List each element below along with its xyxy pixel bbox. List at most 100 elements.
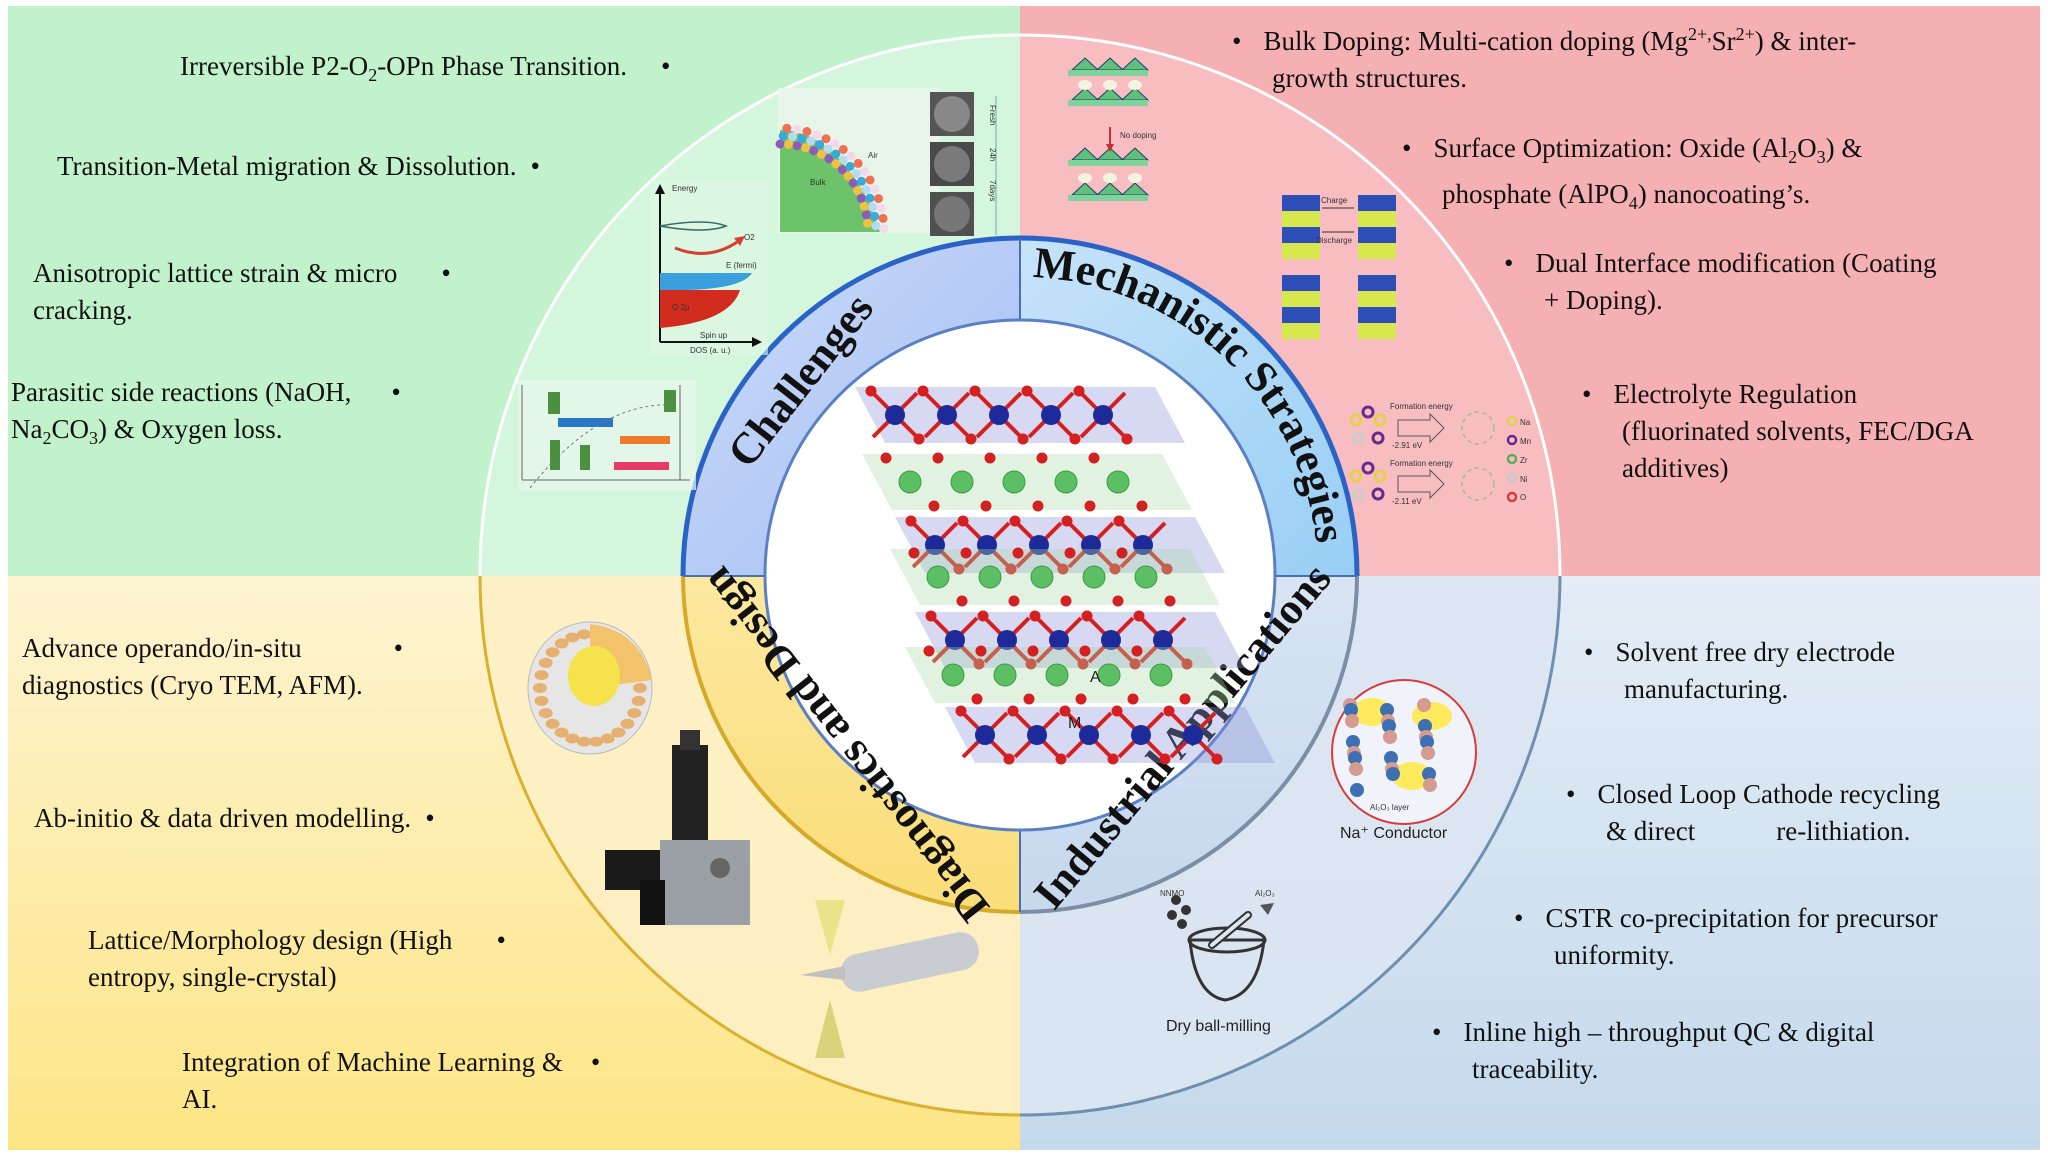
alkali-atom <box>1082 565 1106 589</box>
no-doping-label: No doping <box>1120 131 1156 140</box>
text-run: Sr <box>1711 26 1736 56</box>
bullet-icon: • <box>1582 379 1592 409</box>
energy-axis-label: Energy <box>672 184 697 193</box>
diagnostics-item-4-line1: Integration of Machine Learning & <box>182 1047 563 1077</box>
shell-pore <box>565 733 580 744</box>
surface-species-dot <box>851 169 861 179</box>
surface-species-dot <box>831 149 841 159</box>
probe-tip-figure <box>800 900 979 1058</box>
transition-metal-atom <box>925 535 945 555</box>
phase-layer <box>1282 323 1320 339</box>
phase-transition-figure: Charge Discharge <box>1282 195 1396 339</box>
industrial-item-1-line2: manufacturing. <box>1624 674 1789 704</box>
transition-metal-atom <box>1049 630 1069 650</box>
challenge-item-2: Transition-Metal migration & Dissolution… <box>57 148 540 185</box>
bullet-icon: • <box>1584 637 1594 667</box>
alkali-atom <box>941 663 965 687</box>
legend-swatch <box>1506 434 1518 446</box>
bullet-icon: • <box>1232 26 1242 56</box>
bullet-icon: • <box>1402 133 1412 163</box>
oxygen-atom <box>1036 452 1048 464</box>
slab <box>1068 160 1148 166</box>
shell-pore <box>633 683 647 693</box>
surface-species-dot <box>848 178 858 188</box>
bullet-icon: • <box>1432 1017 1442 1047</box>
diagnostics-item-2: Ab-initio & data driven modelling.• <box>34 800 435 837</box>
oxygen-atom <box>1005 563 1017 575</box>
surface-species-dot <box>845 161 855 171</box>
alkali-atom <box>950 470 974 494</box>
m-site-label: M <box>1068 715 1081 732</box>
formation-energy-value-2: -2.11 eV <box>1392 497 1422 506</box>
nnmo-label: NNMO <box>1160 889 1184 898</box>
challenge-item-3: Anisotropic lattice strain & micro• crac… <box>33 255 451 329</box>
oxygen-atom <box>1069 433 1081 445</box>
text-run: ) nanocoating’s. <box>1637 179 1811 209</box>
surface-species-dot <box>870 211 880 221</box>
surface-species-dot <box>853 186 863 196</box>
ion-ring <box>1349 469 1363 483</box>
oxygen-atom <box>908 547 920 559</box>
phase-layer <box>1282 211 1320 227</box>
oxygen-atom <box>1179 693 1191 705</box>
text-run: Surface Optimization: Oxide (Al <box>1433 133 1789 163</box>
oxygen-atom <box>1136 500 1148 512</box>
surface-species-dot <box>788 132 798 142</box>
surface-species-dot <box>838 155 848 165</box>
formation-energy-figure: Formation energy -2.91 eV Formation ener… <box>1349 402 1531 506</box>
oxygen-atom <box>925 610 937 622</box>
oxygen-atom <box>1057 563 1069 575</box>
shell-pore <box>554 727 569 738</box>
strategy-item-3-line2: + Doping). <box>1544 285 1663 315</box>
aluminium-atom <box>1417 698 1431 712</box>
spin-up-label: Spin up <box>700 331 728 340</box>
shell-pore <box>534 695 549 706</box>
diagnostics-item-4: Integration of Machine Learning &• AI. <box>182 1044 600 1118</box>
text-run: -OPn Phase Transition. <box>377 51 627 81</box>
phase-layer <box>1358 275 1396 291</box>
challenge-item-3-line2: cracking. <box>33 295 133 325</box>
oxygen-atom <box>971 693 983 705</box>
oxygen-atom <box>932 452 944 464</box>
legend-ni: Ni <box>1520 475 1528 484</box>
bullet-icon: • <box>496 925 506 955</box>
oxygen-atom <box>1384 751 1398 765</box>
industrial-item-1: •Solvent free dry electrode manufacturin… <box>1584 634 1895 708</box>
strategy-item-3: •Dual Interface modification (Coating + … <box>1504 245 1937 319</box>
oxygen-atom <box>1029 610 1041 622</box>
doping-layers-figure: No doping <box>1068 57 1156 201</box>
shell-pore <box>538 708 553 719</box>
formation-energy-title-2: Formation energy <box>1390 459 1453 468</box>
alkali-atom <box>1045 663 1069 687</box>
surface-species-dot <box>879 224 889 234</box>
phase-layer <box>1282 291 1320 307</box>
oxygen-atom <box>1027 645 1039 657</box>
transition-metal-atom <box>1081 535 1101 555</box>
surface-species-dot <box>831 159 841 169</box>
industrial-item-3: •CSTR co-precipitation for precursor uni… <box>1514 900 1938 974</box>
oxygen-atom <box>1061 515 1073 527</box>
surface-species-dot <box>815 140 825 150</box>
oxygen-atom <box>1075 693 1087 705</box>
transition-metal-atom <box>937 405 957 425</box>
bullet-icon: • <box>425 803 435 833</box>
diagnostics-item-3-line1: Lattice/Morphology design (High <box>88 925 453 955</box>
transition-metal-atom <box>1029 535 1049 555</box>
formation-arrow <box>1397 468 1445 500</box>
surface-species-dot <box>821 134 831 144</box>
phase-layer <box>1282 275 1320 291</box>
oxygen-atom <box>1021 385 1033 397</box>
strategy-item-1: •Bulk Doping: Multi-cation doping (Mg2+,… <box>1232 16 1856 97</box>
industrial-item-3-line2: uniformity. <box>1554 940 1675 970</box>
oxygen-atom <box>1344 703 1358 717</box>
subscript: 4 <box>1628 193 1638 213</box>
bullet-icon: • <box>391 377 401 407</box>
shell-pore <box>565 632 580 643</box>
a-site-label: A <box>1090 669 1101 686</box>
oxygen-atom <box>880 452 892 464</box>
ion-ring <box>1373 413 1387 427</box>
surface-species-dot <box>878 213 888 223</box>
shell-pore <box>554 638 569 649</box>
phase-layer <box>1358 291 1396 307</box>
surface-species-dot <box>782 123 792 133</box>
